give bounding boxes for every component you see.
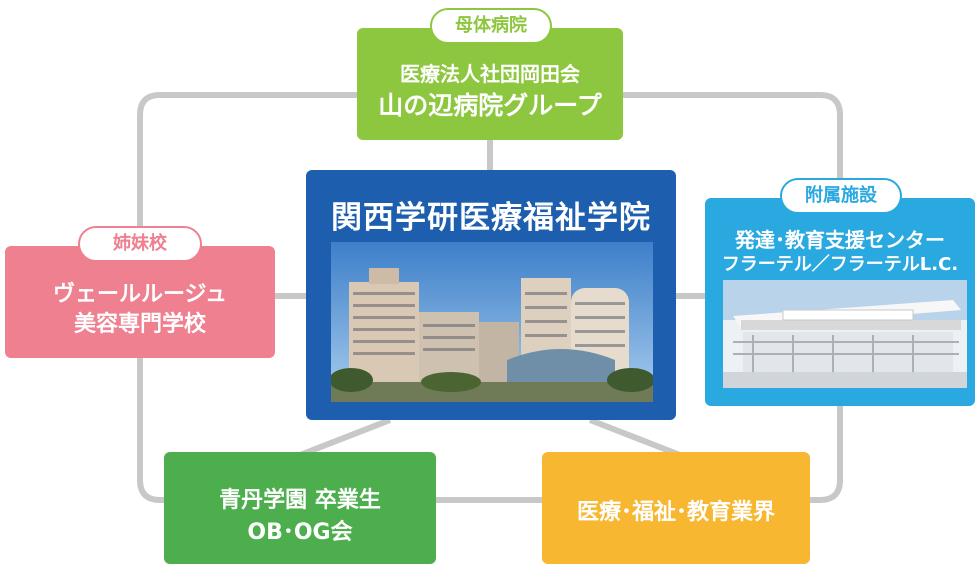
alumni-association-box: 青丹学園 卒業生 OB･OG会 bbox=[164, 452, 436, 564]
school-main-box: 関西学研医療福祉学院 bbox=[306, 170, 676, 420]
sister-school-tag: 姉妹校 bbox=[78, 226, 202, 262]
building-photo bbox=[331, 242, 653, 402]
affiliated-facility-box: 発達･教育支援センター フラーテル／フラーテルL.C. bbox=[705, 198, 975, 406]
facility-name: 発達･教育支援センター bbox=[735, 228, 945, 252]
outer-loop-line bbox=[137, 92, 843, 503]
parent-hospital-tag: 母体病院 bbox=[430, 8, 552, 44]
sister-school-name: ヴェールルージュ bbox=[52, 282, 228, 307]
parent-hospital-box: 医療法人社団岡田会 山の辺病院グループ bbox=[357, 28, 623, 140]
alumni-line2: OB･OG会 bbox=[247, 520, 353, 545]
facility-subname: フラーテル／フラーテルL.C. bbox=[721, 254, 959, 275]
connector-center-bl bbox=[298, 417, 392, 458]
alumni-line1: 青丹学園 卒業生 bbox=[219, 488, 381, 513]
facility-photo bbox=[723, 280, 967, 388]
sister-school-box: ヴェールルージュ 美容専門学校 bbox=[5, 246, 275, 358]
school-title: 関西学研医療福祉学院 bbox=[331, 200, 651, 236]
parent-hospital-org: 医療法人社団岡田会 bbox=[400, 62, 580, 86]
industry-box: 医療･福祉･教育業界 bbox=[542, 452, 810, 564]
sister-school-type: 美容専門学校 bbox=[73, 312, 206, 337]
affiliated-facility-tag: 附属施設 bbox=[780, 178, 902, 214]
industry-label: 医療･福祉･教育業界 bbox=[576, 500, 775, 525]
connector-center-br bbox=[588, 417, 682, 458]
parent-hospital-name: 山の辺病院グループ bbox=[378, 91, 602, 120]
